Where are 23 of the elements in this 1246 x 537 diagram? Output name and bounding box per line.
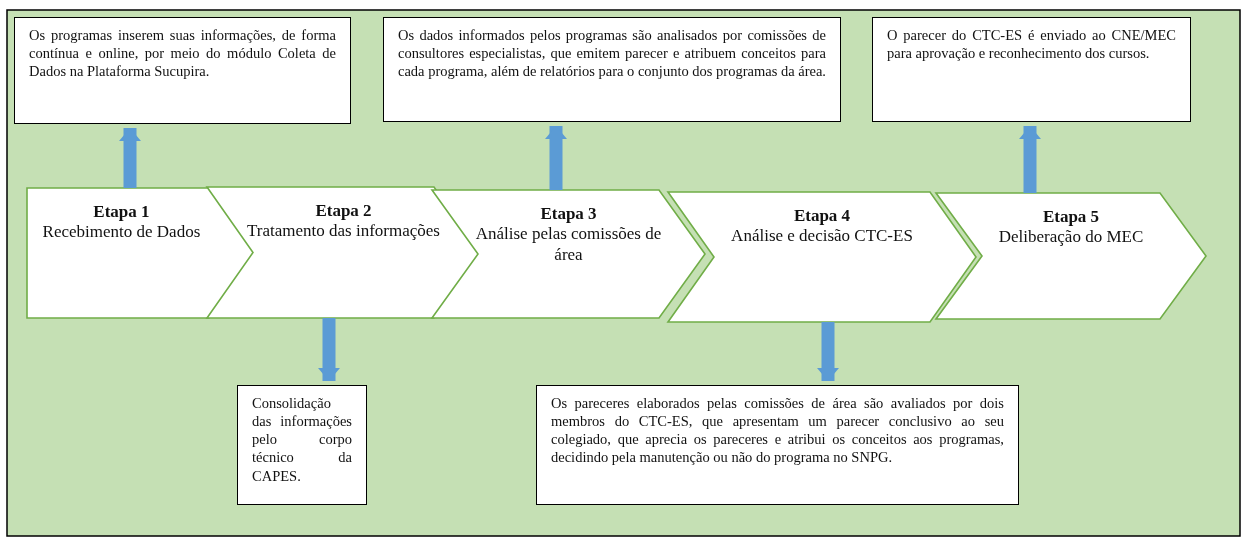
text-box [383,17,841,122]
description-text: Os pareceres elaborados pelas comissões de área são avaliados por dois membros do CTC-ES, que apresentam um parecer conclusivo ao seu colegiado, que aprecia os pareceres e atribui os conceitos aos programas, decidindo pela manutenção ou não do programa no SNPG. [551,394,1004,467]
step-description: Análise pelas comissões de área [474,224,663,266]
text-box [872,17,1191,122]
block-arrow [817,322,839,381]
block-arrow [119,128,141,188]
description-text: Consolidação das informações pelo corpo técnico da CAPES. [252,394,352,485]
description-text: Os dados informados pelos programas são analisados por comissões de consultores especialistas, que emitem parecer e atribuem conceitos para cada programa, além de relatórios para o conjunto dos programas da área. [398,26,826,81]
step-description: Deliberação do MEC [997,227,1145,248]
step-title: Etapa 4 [792,206,852,227]
step-title: Etapa 2 [314,201,373,222]
block-arrow [1019,126,1041,193]
step-description: Análise e decisão CTC-ES [730,226,914,247]
text-box [14,17,351,124]
text-box [237,385,367,505]
block-arrow [545,126,567,190]
block-arrow [318,318,340,381]
description-text: Os programas inserem suas informações, de forma contínua e online, por meio do módulo Coleta de Dados na Plataforma Sucupira. [29,26,336,81]
step-title: Etapa 3 [539,204,598,225]
step-title: Etapa 5 [1041,207,1101,228]
text-box [536,385,1019,505]
description-text: O parecer do CTC-ES é enviado ao CNE/MEC para aprovação e reconhecimento dos cursos. [887,26,1176,63]
step-description: Tratamento das informações [246,221,441,242]
